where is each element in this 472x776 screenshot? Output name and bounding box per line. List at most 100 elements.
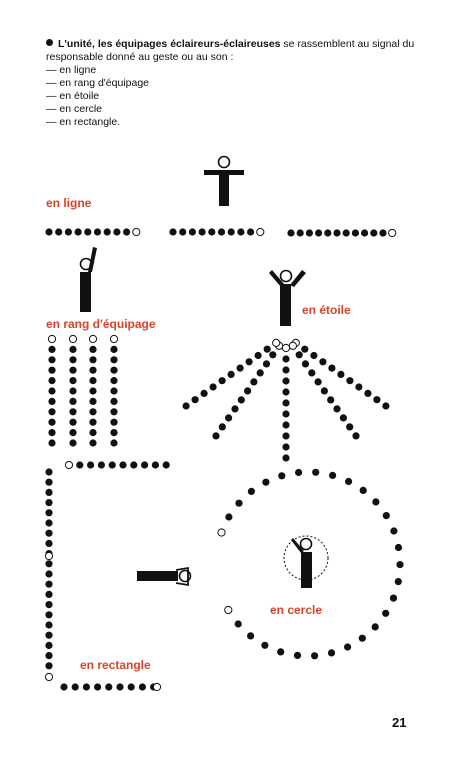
bullet-icon: [46, 39, 53, 46]
formation-dot: [282, 443, 290, 451]
formation-dot: [314, 378, 322, 386]
formation-dot: [110, 366, 118, 374]
formation-dot: [337, 370, 345, 378]
formation-dot: [69, 408, 77, 416]
formation-dot: [69, 377, 77, 385]
label-en-ligne: en ligne: [46, 196, 92, 210]
formation-dot: [69, 356, 77, 364]
formation-dot: [45, 590, 53, 599]
formation-dot: [55, 228, 63, 236]
list-item: — en rectangle.: [46, 116, 121, 128]
formation-dot: [256, 369, 264, 377]
formation-dot: [162, 461, 170, 469]
formation-dot: [60, 683, 68, 691]
formation-dot: [390, 527, 398, 535]
formation-dot: [324, 229, 332, 237]
formation-dot: [234, 620, 242, 628]
formation-dot: [364, 389, 372, 397]
formation-dot: [198, 228, 206, 236]
formation-dot: [327, 396, 335, 404]
formation-dot: [282, 366, 290, 374]
formation-dot: [287, 229, 295, 237]
formation-dot: [45, 488, 53, 496]
formation-dot: [45, 560, 53, 568]
formation-dot: [339, 414, 347, 422]
formation-dot: [282, 421, 290, 429]
formation-dot: [262, 360, 271, 368]
formation-dot: [45, 499, 53, 507]
formation-dot: [93, 228, 102, 236]
formation-dot: [151, 461, 159, 469]
formation-dot: [141, 461, 149, 469]
formation-dot: [200, 389, 208, 397]
formation-dot: [244, 387, 252, 395]
intro-paragraph: L'unité, les équipages éclaireurs-éclair…: [46, 38, 416, 129]
formation-dot: [320, 387, 328, 395]
formation-dot: [247, 228, 255, 236]
formation-dot: [88, 334, 98, 344]
formation-dot: [110, 397, 118, 405]
formation-dot: [97, 461, 105, 469]
label-en-etoile: en étoile: [302, 303, 351, 317]
formation-dot: [45, 652, 53, 660]
formation-dot: [119, 461, 127, 469]
formation-dot: [269, 351, 277, 359]
formation-dot: [225, 513, 233, 521]
formation-dot: [217, 228, 226, 236]
formation-dot: [245, 358, 253, 366]
formation-dot: [379, 229, 387, 237]
formation-dot: [116, 683, 124, 691]
formation-dot: [138, 683, 146, 691]
formation-dot: [295, 351, 303, 359]
formation-dot: [45, 631, 53, 639]
formation-dot: [305, 229, 313, 237]
formation-dot: [237, 228, 245, 236]
formation-dot: [327, 649, 336, 657]
formation-dot: [45, 580, 53, 588]
formation-dot: [45, 601, 53, 609]
formation-dot: [105, 683, 113, 691]
formation-dot: [123, 228, 131, 236]
formation-dot: [69, 418, 77, 426]
formation-dot: [278, 472, 286, 480]
formation-dot: [103, 228, 111, 236]
formation-dot: [89, 387, 97, 395]
formation-dot: [272, 338, 281, 347]
leader-horizontal-icon: [137, 566, 192, 587]
formation-dot: [208, 228, 216, 236]
formation-dot: [110, 387, 118, 395]
formation-dot: [372, 498, 380, 506]
formation-dot: [45, 509, 53, 517]
formation-dot: [282, 355, 290, 363]
formation-dot: [45, 519, 53, 527]
formation-dot: [358, 634, 366, 642]
formation-dot: [371, 623, 379, 631]
formation-dot: [188, 228, 196, 236]
formation-dot: [237, 396, 245, 404]
formation-dot: [209, 383, 217, 391]
formation-dot: [169, 228, 177, 236]
formation-dot: [84, 228, 92, 236]
formation-dot: [45, 662, 53, 670]
formation-dot: [113, 228, 121, 236]
formation-dot: [218, 377, 226, 385]
formation-dot: [315, 229, 323, 237]
formation-dot: [76, 461, 84, 469]
intro-text: se rassemblent au signal du responsable …: [46, 38, 415, 63]
formation-dot: [396, 561, 404, 569]
formation-dot: [44, 551, 54, 561]
formation-dot: [89, 397, 97, 405]
formation-dot: [388, 228, 397, 238]
formation-dot: [225, 414, 233, 422]
formation-dot: [282, 377, 290, 385]
formation-dot: [277, 648, 285, 656]
formation-dot: [296, 229, 304, 237]
formation-dot: [311, 652, 319, 660]
intro-bold: L'unité, les équipages éclaireurs-éclair…: [58, 38, 281, 50]
formation-dot: [217, 528, 226, 537]
formation-dot: [89, 366, 97, 374]
formation-dot: [191, 396, 199, 404]
formation-dot: [235, 499, 243, 507]
formation-dot: [45, 468, 53, 476]
formation-dot: [382, 511, 390, 520]
